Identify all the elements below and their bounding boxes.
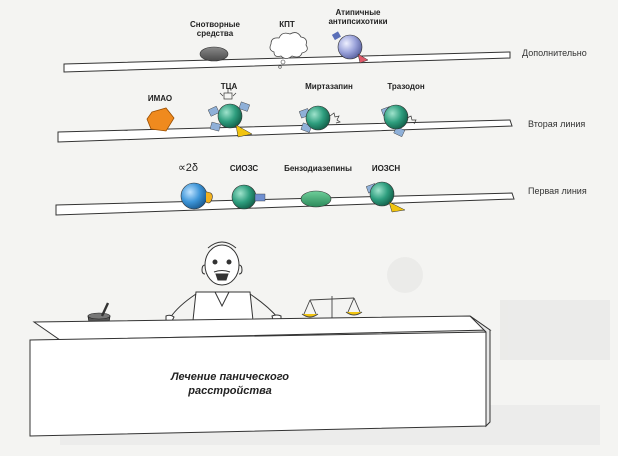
alpha2delta-icon — [180, 182, 213, 210]
label-trazodone: Тразодон — [387, 82, 425, 91]
label-benzo: Бензодиазепины — [284, 164, 352, 173]
label-alpha2delta: ∝2δ — [177, 162, 199, 174]
label-hypnotics: Снотворные средства — [190, 20, 240, 38]
label-ssri: СИОЗС — [229, 164, 259, 173]
ssri-icon — [231, 184, 266, 210]
shelf-second — [57, 119, 513, 143]
benzodiazepine-icon — [300, 190, 332, 208]
counter — [29, 315, 492, 437]
pharmacist-figure — [165, 241, 282, 331]
cloud-icon — [269, 32, 308, 69]
line-label-first: Первая линия — [528, 186, 587, 196]
atypical-antipsychotic-icon — [331, 31, 369, 64]
label-maoi: ИМАО — [147, 94, 173, 103]
label-snri: ИОЗСН — [371, 164, 401, 173]
label-tca: ТЦА — [220, 82, 238, 91]
hypnotics-icon — [199, 46, 229, 62]
counter-title: Лечение панического расстройства — [170, 371, 290, 397]
snri-icon — [365, 181, 406, 213]
label-atypical: Атипичные антипсихотики — [328, 8, 388, 26]
shelf-first — [55, 192, 515, 216]
tca-icon — [207, 89, 253, 138]
mirtazapine-icon — [298, 105, 341, 133]
line-label-additional: Дополнительно — [522, 48, 587, 58]
label-mirtazapine: Миртазапин — [305, 82, 353, 91]
label-cbt: КПТ — [279, 20, 295, 29]
trazodone-icon — [380, 104, 417, 138]
line-label-second: Вторая линия — [528, 119, 586, 129]
maoi-icon — [146, 107, 175, 132]
